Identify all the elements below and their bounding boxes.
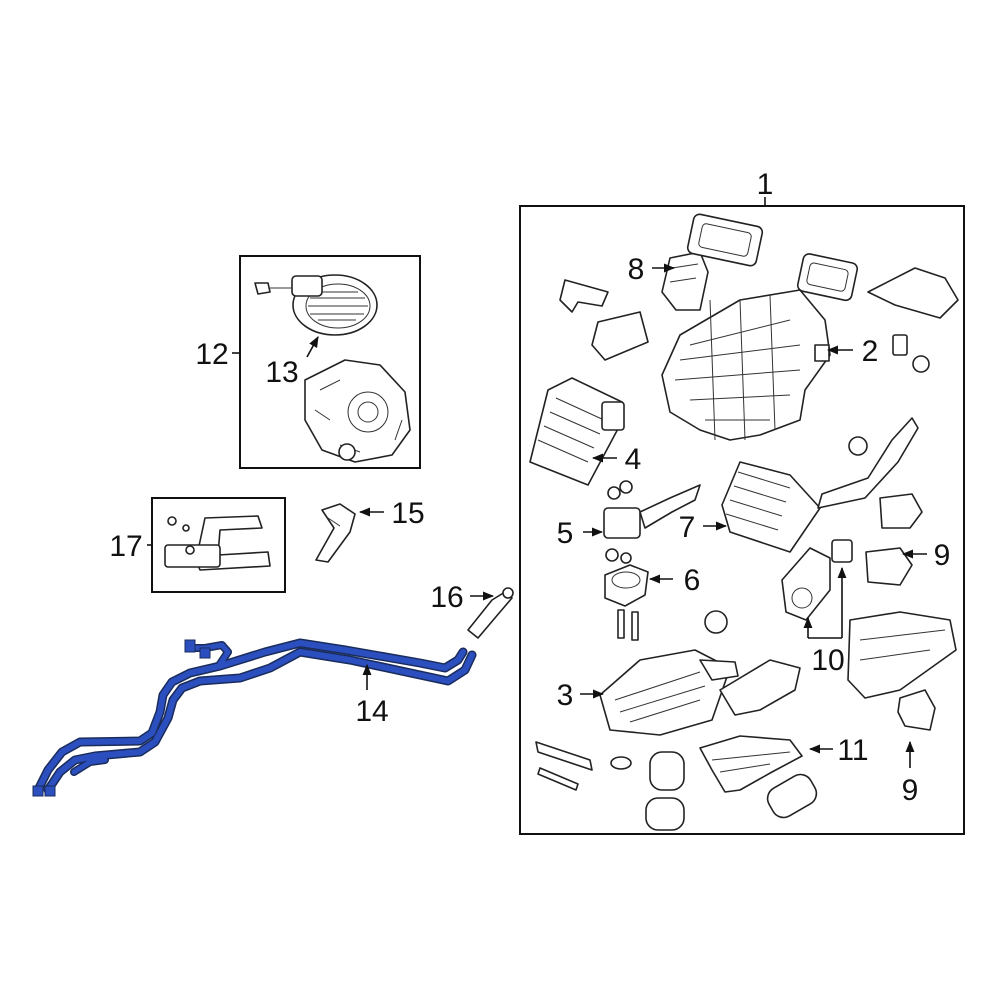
callout-7: 7 [679,511,696,544]
callout-12: 12 [195,338,228,371]
hose-part-15[interactable] [315,503,356,563]
blower-motor-part-13[interactable] [254,274,378,336]
hose-part-16[interactable] [467,587,514,639]
duct-pieces [704,334,957,716]
actuator-part-8[interactable] [661,251,709,311]
heater-pipe-assembly-part-14[interactable] [32,638,477,797]
callout-5: 5 [557,517,574,550]
harness-part-11[interactable] [699,735,803,793]
hvac-case-part-2[interactable] [661,289,831,441]
callout-17: 17 [109,530,142,563]
callout-4: 4 [625,443,642,476]
callout-6: 6 [684,564,701,597]
callout-14: 14 [355,695,388,728]
pipe-bracket-part-17[interactable] [164,515,271,571]
seal-gaskets [686,213,959,319]
callout-11: 11 [837,734,868,767]
group-frame-12 [239,255,421,469]
leader-lines [147,197,927,768]
callout-15: 15 [391,497,424,530]
sensor-part-9-upper[interactable] [865,493,923,586]
callout-labels: 1 2 3 4 5 6 7 8 9 9 10 11 12 13 14 15 16… [109,168,950,807]
callout-9-upper: 9 [934,539,951,572]
evaporator-part-4[interactable] [529,377,625,486]
heater-core-part-7[interactable] [721,417,919,553]
callout-10: 10 [811,644,844,677]
callout-8: 8 [628,253,645,286]
callout-1: 1 [757,168,774,201]
bracket-part-10[interactable] [781,539,853,621]
bracket-plate [559,279,649,361]
motor-part-6[interactable] [604,564,649,641]
callout-2: 2 [862,335,879,368]
pipe-highlight-line [35,640,466,793]
callout-13: 13 [265,356,298,389]
callout-9-lower: 9 [902,774,919,807]
blower-case-part-12[interactable] [304,359,411,463]
lower-case-part-3[interactable] [599,649,739,736]
sensor-part-9-lower[interactable] [897,689,936,731]
blend-door-actuator-part-5[interactable] [603,480,701,564]
small-seals [535,741,818,831]
group-frame-1 [519,205,965,835]
callout-16: 16 [430,581,463,614]
callout-3: 3 [557,679,574,712]
